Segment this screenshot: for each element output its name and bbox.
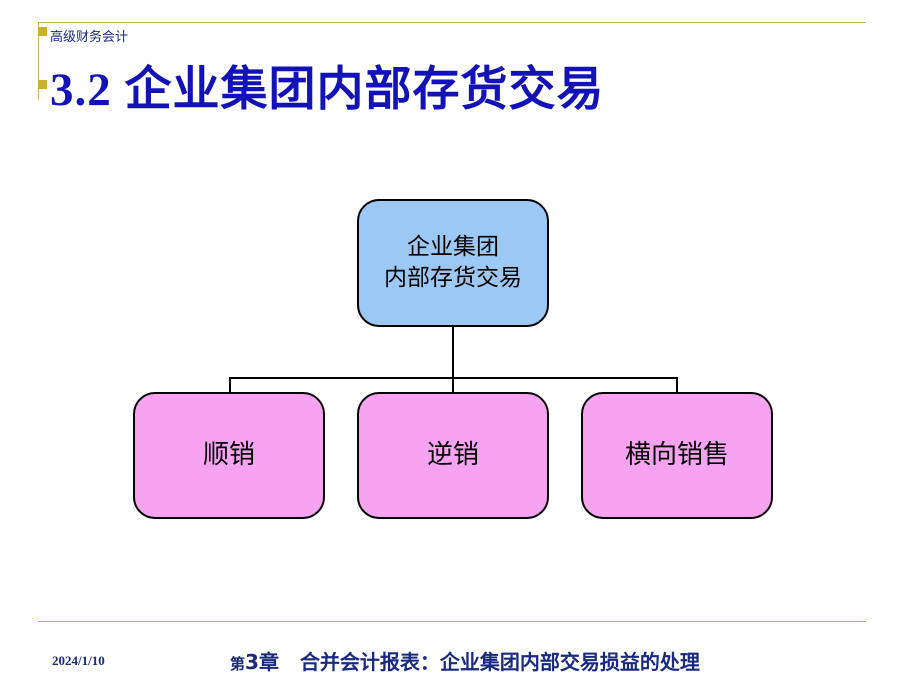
root-node: 企业集团 内部存货交易 (357, 199, 549, 327)
connector-child-2 (452, 377, 454, 392)
connector-child-1 (229, 377, 231, 392)
course-name: 高级财务会计 (50, 30, 129, 45)
top-rule (38, 22, 866, 23)
footer-date: 2024/1/10 (52, 653, 105, 668)
child-node-upstream-sale: 逆销 (357, 392, 549, 519)
chapter-prefix: 第 (230, 655, 246, 673)
root-label-line1: 企业集团 (407, 233, 499, 260)
slide-title: 3.2 企业集团内部存货交易 (50, 64, 605, 116)
footer-chapter: 第3章 合并会计报表：企业集团内部交易损益的处理 (230, 646, 700, 675)
chapter-number: 3 (245, 650, 259, 674)
connector-child-3 (676, 377, 678, 392)
child-node-downstream-sale: 顺销 (133, 392, 325, 519)
bullet-square-icon (38, 80, 47, 89)
chapter-suffix: 章 (258, 650, 279, 674)
chapter-title: 合并会计报表：企业集团内部交易损益的处理 (299, 650, 700, 674)
connector-root-trunk (452, 327, 454, 378)
bottom-rule (38, 621, 866, 622)
root-label-line2: 内部存货交易 (384, 265, 522, 291)
left-rule (38, 22, 39, 100)
bullet-square-icon (38, 27, 47, 36)
child-node-lateral-sale: 横向销售 (581, 392, 773, 519)
